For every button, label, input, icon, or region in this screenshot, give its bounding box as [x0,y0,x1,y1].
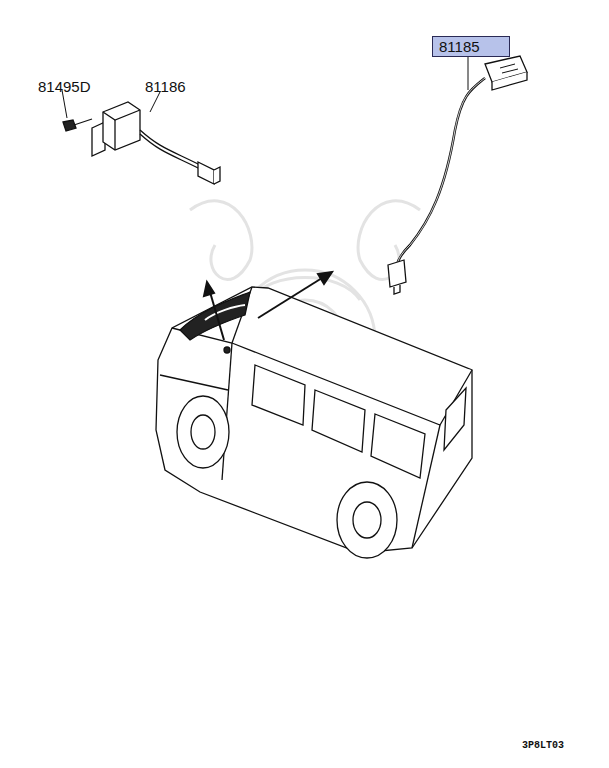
callout-number: 81186 [145,79,186,94]
callout-number: 81185 [439,39,503,54]
callout-number: 81495D [38,79,91,94]
harness-part [388,55,527,294]
highlight-box: 81185 [432,36,510,57]
van [156,287,472,558]
sensor-part [92,92,220,184]
bolt [62,90,92,131]
callout-number: 3P8LT03 [522,741,564,751]
location-arrow [204,272,332,340]
